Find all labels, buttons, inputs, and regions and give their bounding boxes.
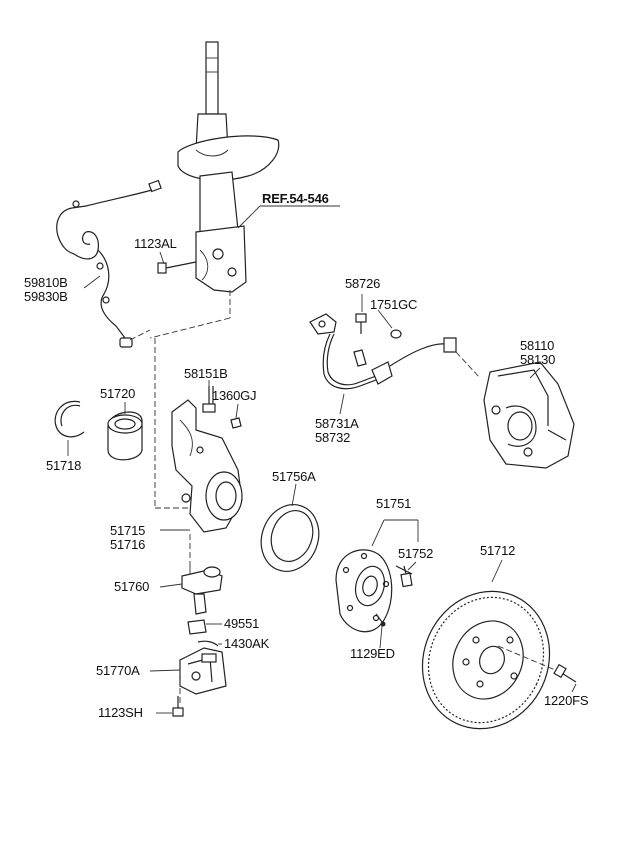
strut-assembly [177, 41, 280, 293]
brake-hose [309, 313, 457, 390]
lower-arm [179, 647, 227, 695]
part-label-51720: 51720 [100, 386, 136, 401]
wheel-bearing [107, 411, 143, 461]
part-label-59830b: 59830B [24, 289, 68, 304]
part-label-51715: 51715 [110, 523, 146, 538]
screw-1220fs [553, 663, 577, 683]
part-label-51712: 51712 [480, 543, 516, 558]
part-label-51752: 51752 [398, 546, 434, 561]
part-label-51718: 51718 [46, 458, 82, 473]
brake-disc [421, 590, 551, 730]
part-label-1360gj: 1360GJ [212, 388, 257, 403]
hub-bolt [395, 565, 413, 588]
part-label-51716: 51716 [110, 537, 146, 552]
wheel-hub [335, 549, 393, 633]
snap-ring [54, 400, 85, 438]
part-label-51770a: 51770A [96, 663, 140, 678]
wheel-speed-sensor [56, 179, 162, 348]
part-label-1123al: 1123AL [134, 236, 177, 251]
bolt-58151b [202, 386, 216, 413]
part-label-58726: 58726 [345, 276, 381, 291]
part-label-58151b: 58151B [184, 366, 228, 381]
nut-49551 [187, 619, 207, 635]
part-label-51751: 51751 [376, 496, 412, 511]
gasket-1751gc [390, 329, 402, 339]
clip-1430ak [197, 640, 219, 647]
part-label-51756a: 51756A [272, 469, 316, 484]
part-label-49551: 49551 [224, 616, 260, 631]
nut-1360gj [230, 417, 242, 429]
part-label-51760: 51760 [114, 579, 150, 594]
screw-1129ed [375, 613, 386, 627]
dust-cover [260, 504, 320, 572]
bolt-1123sh [172, 696, 184, 717]
part-label-58732: 58732 [315, 430, 351, 445]
part-label-1129ed: 1129ED [350, 646, 395, 661]
part-label-58130: 58130 [520, 352, 556, 367]
steering-knuckle [171, 399, 243, 533]
part-label-1123sh: 1123SH [98, 705, 143, 720]
bolt-1123al [157, 261, 197, 274]
reference-label: REF.54-546 [262, 191, 329, 206]
part-label-58731a: 58731A [315, 416, 359, 431]
part-label-1751gc: 1751GC [370, 297, 418, 312]
bolt-58726 [355, 313, 367, 334]
brake-caliper [483, 361, 575, 469]
part-label-58110: 58110 [520, 338, 555, 353]
part-label-1220fs: 1220FS [544, 693, 589, 708]
ball-joint [181, 566, 223, 615]
part-label-1430ak: 1430AK [224, 636, 270, 651]
part-label-59810b: 59810B [24, 275, 68, 290]
